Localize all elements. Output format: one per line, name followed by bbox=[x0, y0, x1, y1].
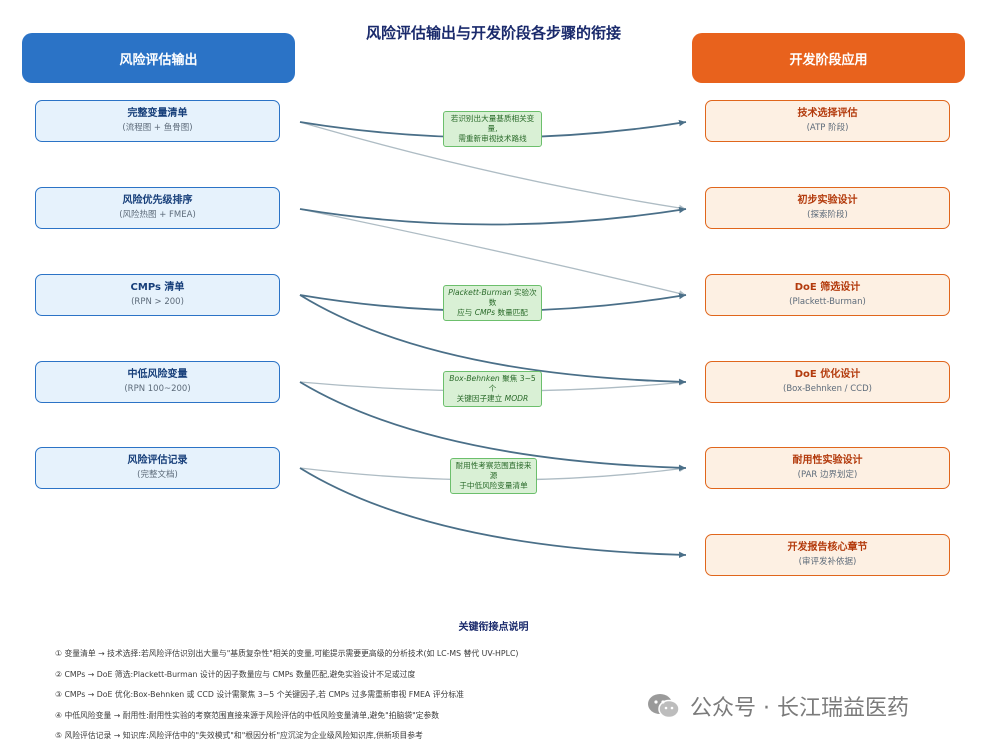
note-text: 数量匹配 bbox=[495, 308, 528, 317]
key-point-5: ⑤ 风险评估记录 → 知识库:风险评估中的"失效模式"和"根因分析"应沉淀为企业… bbox=[55, 731, 423, 740]
connector-priority-to-doe-screening bbox=[299, 208, 687, 297]
node-title: 完整变量清单 bbox=[127, 108, 188, 119]
node-preliminary-design: 初步实验设计 (探索阶段) bbox=[705, 187, 950, 229]
left-column-header: 风险评估输出 bbox=[22, 33, 295, 83]
note-matrix-variables: 若识别出大量基质相关变量, 需重新审视技术路线 bbox=[443, 111, 542, 147]
diagram-title: 风险评估输出与开发阶段各步骤的衔接 bbox=[365, 24, 621, 42]
note-plackett-burman: Plackett-Burman 实验次数 应与 CMPs 数量匹配 bbox=[443, 285, 542, 321]
node-subtitle: (ATP 阶段) bbox=[806, 123, 849, 133]
node-subtitle: (审评发补依据) bbox=[798, 557, 857, 567]
note-italic-term: Plackett-Burman bbox=[448, 288, 512, 297]
node-complete-variable-list: 完整变量清单 (流程图 + 鱼骨图) bbox=[35, 100, 280, 142]
note-italic-term: CMPs bbox=[474, 308, 496, 317]
note-italic-term: Box-Behnken bbox=[449, 374, 500, 383]
node-title: CMPs 清单 bbox=[130, 282, 185, 293]
node-title: 初步实验设计 bbox=[797, 195, 858, 206]
node-title: 开发报告核心章节 bbox=[787, 542, 868, 553]
node-title: 中低风险变量 bbox=[127, 369, 188, 380]
node-low-medium-risk-variables: 中低风险变量 (RPN 100~200) bbox=[35, 361, 280, 403]
node-subtitle: (完整文档) bbox=[137, 470, 178, 480]
right-column-header: 开发阶段应用 bbox=[692, 33, 965, 83]
node-subtitle: (PAR 边界划定) bbox=[797, 470, 858, 480]
node-robustness-design: 耐用性实验设计 (PAR 边界划定) bbox=[705, 447, 950, 489]
node-title: 风险评估记录 bbox=[127, 455, 188, 466]
node-doe-optimization: DoE 优化设计 (Box-Behnken / CCD) bbox=[705, 361, 950, 403]
node-subtitle: (Plackett-Burman) bbox=[789, 297, 866, 307]
node-cmps-list: CMPs 清单 (RPN > 200) bbox=[35, 274, 280, 316]
node-title: 风险优先级排序 bbox=[122, 195, 193, 206]
wechat-icon bbox=[646, 692, 682, 720]
note-text: 实验次数 bbox=[488, 288, 537, 307]
node-subtitle: (风险热图 + FMEA) bbox=[119, 210, 196, 220]
note-line: 若识别出大量基质相关变量, bbox=[450, 114, 535, 133]
key-point-4: ④ 中低风险变量 → 耐用性:耐用性实验的考察范围直接来源于风险评估的中低风险变… bbox=[55, 711, 440, 720]
connector-record-to-report bbox=[299, 467, 687, 559]
watermark-text: 公众号 · 长江瑞益医药 bbox=[690, 696, 909, 721]
node-technology-selection: 技术选择评估 (ATP 阶段) bbox=[705, 100, 950, 142]
node-development-report: 开发报告核心章节 (审评发补依据) bbox=[705, 534, 950, 576]
key-point-1: ① 变量清单 → 技术选择:若风险评估识别出大量与"基质复杂性"相关的变量,可能… bbox=[55, 649, 519, 658]
key-point-3: ③ CMPs → DoE 优化:Box-Behnken 或 CCD 设计需聚焦 … bbox=[55, 690, 464, 699]
note-box-behnken: Box-Behnken 聚焦 3~5 个 关键因子建立 MODR bbox=[443, 371, 542, 407]
key-points-title: 关键衔接点说明 bbox=[458, 622, 529, 633]
note-text: 聚焦 3~5 个 bbox=[488, 374, 536, 393]
node-title: DoE 优化设计 bbox=[794, 369, 861, 380]
note-line: 耐用性考察范围直接来源 bbox=[455, 461, 532, 480]
node-risk-priority-ranking: 风险优先级排序 (风险热图 + FMEA) bbox=[35, 187, 280, 229]
node-subtitle: (Box-Behnken / CCD) bbox=[783, 384, 872, 394]
note-line: Plackett-Burman 实验次数 bbox=[447, 288, 538, 308]
note-line: 应与 CMPs 数量匹配 bbox=[447, 308, 538, 318]
node-subtitle: (RPN > 200) bbox=[131, 297, 184, 307]
node-title: DoE 筛选设计 bbox=[794, 282, 861, 293]
note-text: 应与 bbox=[457, 308, 475, 317]
node-subtitle: (RPN 100~200) bbox=[124, 384, 191, 394]
key-point-2: ② CMPs → DoE 筛选:Plackett-Burman 设计的因子数量应… bbox=[55, 670, 416, 679]
note-line: 需重新审视技术路线 bbox=[458, 134, 527, 143]
node-title: 耐用性实验设计 bbox=[792, 455, 863, 466]
node-subtitle: (探索阶段) bbox=[807, 210, 848, 220]
node-subtitle: (流程图 + 鱼骨图) bbox=[122, 123, 193, 133]
node-title: 技术选择评估 bbox=[797, 108, 858, 119]
connector-priority-to-prelim-design bbox=[299, 206, 687, 226]
note-robustness-range: 耐用性考察范围直接来源 于中低风险变量清单 bbox=[450, 458, 537, 494]
connector-lowrisk-to-robustness bbox=[299, 381, 687, 471]
note-line: 关键因子建立 MODR bbox=[447, 394, 538, 404]
note-line: Box-Behnken 聚焦 3~5 个 bbox=[447, 374, 538, 394]
connector-varlist-to-prelim-design bbox=[299, 121, 687, 212]
note-text: 关键因子建立 bbox=[456, 394, 505, 403]
connector-cmps-to-doe-optimization bbox=[299, 294, 687, 386]
node-risk-assessment-record: 风险评估记录 (完整文档) bbox=[35, 447, 280, 489]
note-italic-term: MODR bbox=[504, 394, 529, 403]
note-line: 于中低风险变量清单 bbox=[459, 481, 528, 490]
watermark: 公众号 · 长江瑞益医药 bbox=[646, 690, 909, 722]
node-doe-screening: DoE 筛选设计 (Plackett-Burman) bbox=[705, 274, 950, 316]
